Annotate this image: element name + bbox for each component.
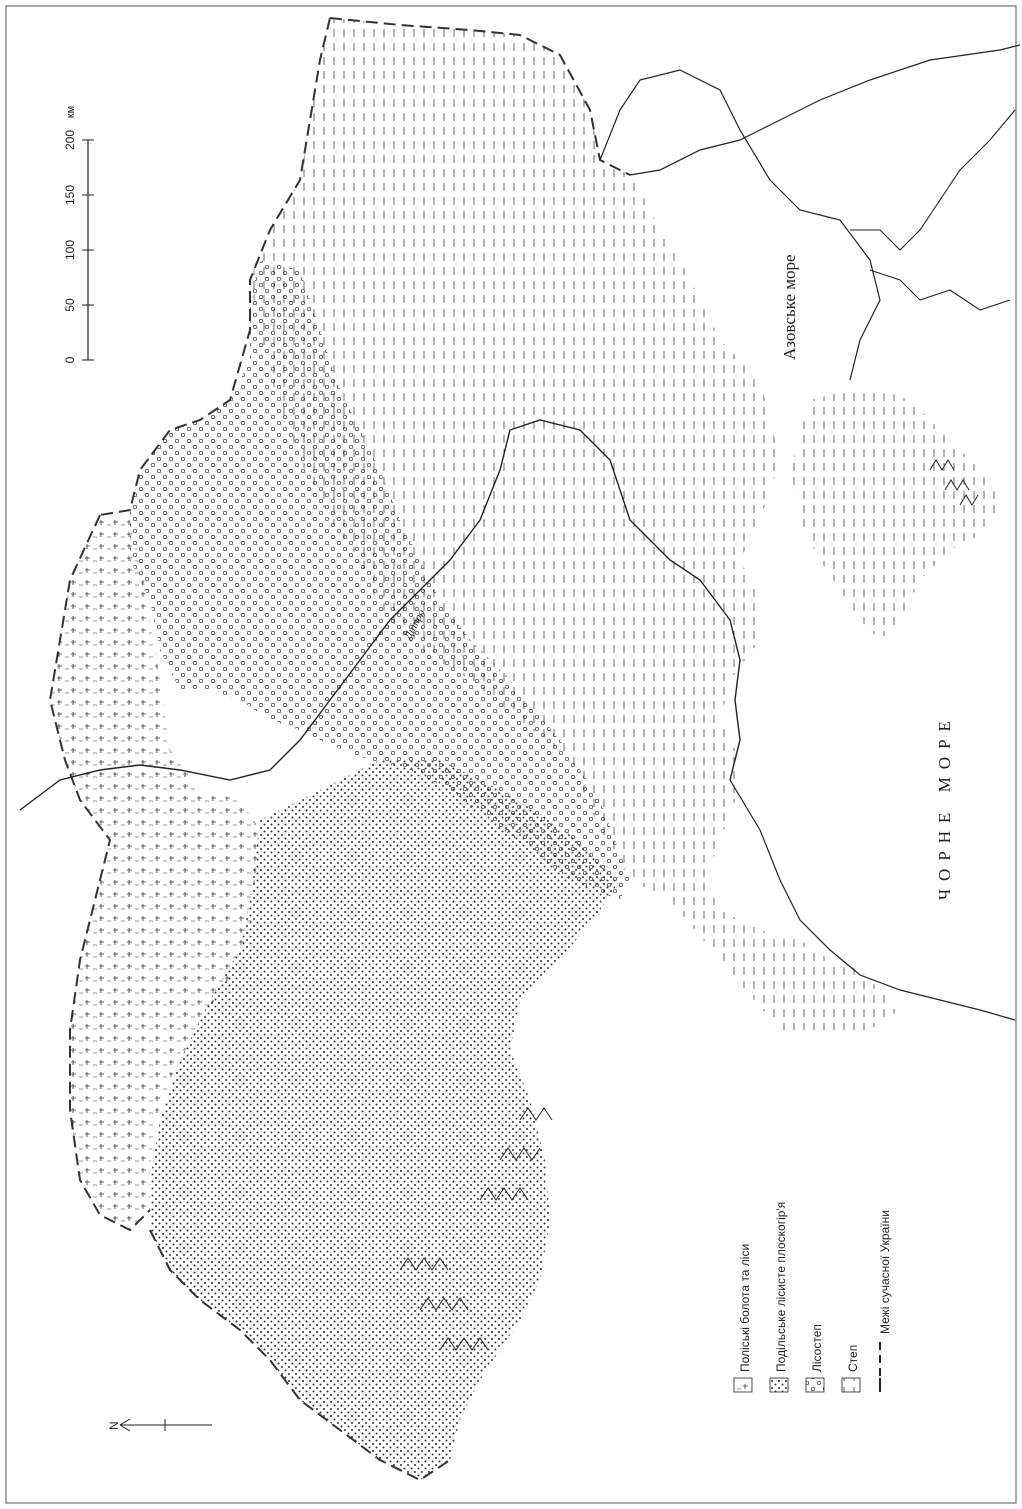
- scale-tick-50: 50: [63, 298, 77, 312]
- zone-polissia: [50, 515, 260, 1230]
- zone-crimea-steppe: [790, 390, 1000, 640]
- carpathian-mountains: [399, 1107, 553, 1351]
- scale-tick-0: 0: [63, 356, 77, 363]
- zones: [50, 18, 1000, 1480]
- legend-item-podillia: Подільське лісисте плоскогір'я: [769, 1202, 789, 1393]
- legend-item-forest-steppe: Лісостеп: [805, 1324, 825, 1393]
- label-black-sea: ЧОРНЕ МОРЕ: [935, 713, 954, 900]
- legend-item-border: Межі сучасної України: [878, 1210, 892, 1392]
- zone-forest-steppe: [130, 260, 630, 900]
- legend-label-podillia: Подільське лісисте плоскогір'я: [774, 1202, 788, 1372]
- scale-tick-100: 100: [63, 240, 77, 260]
- north-letter: N: [107, 1421, 121, 1430]
- legend-label-forest-steppe: Лісостеп: [810, 1324, 824, 1372]
- zone-podillia: [150, 760, 620, 1480]
- azov-coastline: [599, 44, 1021, 381]
- legend: Поліські болота та ліси Подільське лісис…: [733, 1202, 892, 1393]
- legend-label-steppe: Степ: [846, 1345, 860, 1372]
- label-azov-sea: Азовське море: [780, 254, 799, 360]
- legend-label-polissia: Поліські болота та ліси: [738, 1244, 752, 1372]
- scale-tick-200: 200: [63, 130, 77, 150]
- north-arrow: N: [107, 1418, 212, 1432]
- black-sea-coastline: [729, 779, 1016, 1021]
- scale-tick-150: 150: [63, 185, 77, 205]
- map-frame: [5, 5, 1017, 1504]
- legend-item-steppe: Степ: [841, 1345, 861, 1393]
- legend-item-polissia: Поліські болота та ліси: [733, 1244, 753, 1393]
- crimea-mountains: [929, 459, 979, 506]
- dnipro-river: [19, 419, 741, 811]
- legend-label-border: Межі сучасної України: [878, 1210, 892, 1334]
- zone-steppe: [250, 18, 900, 1030]
- east-coastline: [850, 109, 1016, 311]
- scale-unit: км: [65, 106, 77, 118]
- scale-bar: 0 50 100 150 200 км: [63, 106, 94, 363]
- arrow-head-icon: [119, 1418, 131, 1432]
